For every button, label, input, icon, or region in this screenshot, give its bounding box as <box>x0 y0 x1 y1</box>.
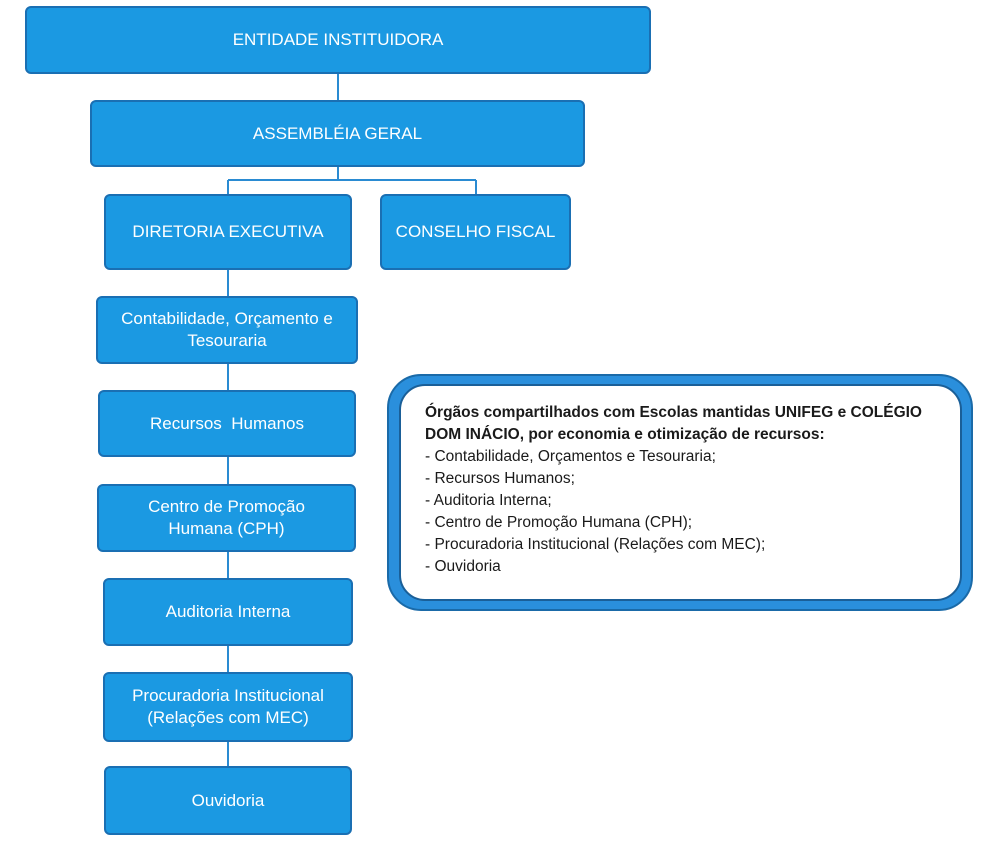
node-label: Recursos Humanos <box>149 413 304 433</box>
node-contabilidade: Contabilidade, Orçamento e Tesouraria <box>96 296 358 364</box>
note-list-item: - Ouvidoria <box>425 558 501 575</box>
node-recursos-humanos: Recursos Humanos <box>98 390 356 457</box>
node-assembleia-geral: ASSEMBLÉIA GERAL <box>90 100 585 167</box>
note-list-item: - Centro de Promoção Humana (CPH); <box>425 514 693 531</box>
note-list-item: - Auditoria Interna; <box>425 492 552 509</box>
node-label: CONSELHO FISCAL <box>395 222 556 241</box>
node-label-line: Centro de Promoção <box>148 497 305 516</box>
node-diretoria-executiva: DIRETORIA EXECUTIVA <box>104 194 352 270</box>
node-label: Auditoria Interna <box>165 602 291 621</box>
node-label: DIRETORIA EXECUTIVA <box>132 222 324 241</box>
note-list: - Contabilidade, Orçamentos e Tesouraria… <box>425 446 946 578</box>
node-label: ASSEMBLÉIA GERAL <box>252 123 423 143</box>
node-label: Ouvidoria <box>191 790 265 810</box>
node-entidade-instituidora: ENTIDADE INSTITUIDORA <box>25 6 651 74</box>
node-label-line: (Relações com MEC) <box>147 708 309 727</box>
node-label-line: Tesouraria <box>187 331 267 350</box>
shared-organs-note: Órgãos compartilhados com Escolas mantid… <box>399 384 962 601</box>
note-heading-line: DOM INÁCIO, por economia e otimização de… <box>425 426 825 443</box>
node-conselho-fiscal: CONSELHO FISCAL <box>380 194 571 270</box>
node-auditoria-interna: Auditoria Interna <box>103 578 353 646</box>
note-heading-line: Órgãos compartilhados com Escolas mantid… <box>425 404 922 421</box>
node-label-group: Procuradoria Institucional (Relações com… <box>132 685 324 729</box>
note-list-item: - Recursos Humanos; <box>425 470 575 487</box>
node-label-line: Contabilidade, Orçamento e <box>121 309 333 328</box>
node-label: ENTIDADE INSTITUIDORA <box>232 30 444 49</box>
node-label-line: Procuradoria Institucional <box>132 686 324 705</box>
note-list-item: - Procuradoria Institucional (Relações c… <box>425 536 766 553</box>
node-label-group: Centro de Promoção Humana (CPH) <box>148 496 305 540</box>
node-label-line: Humana (CPH) <box>168 519 285 538</box>
node-label-group: Contabilidade, Orçamento e Tesouraria <box>121 308 333 352</box>
note-list-item: - Contabilidade, Orçamentos e Tesouraria… <box>425 448 716 465</box>
node-procuradoria-institucional: Procuradoria Institucional (Relações com… <box>103 672 353 742</box>
node-centro-promocao-humana: Centro de Promoção Humana (CPH) <box>97 484 356 552</box>
note-heading: Órgãos compartilhados com Escolas mantid… <box>425 402 946 446</box>
node-ouvidoria: Ouvidoria <box>104 766 352 835</box>
